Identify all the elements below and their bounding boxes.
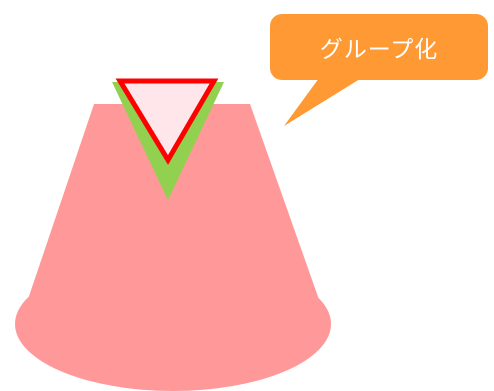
callout-pointer (284, 74, 368, 126)
callout-box (270, 14, 488, 80)
callout-balloon[interactable] (270, 14, 488, 126)
